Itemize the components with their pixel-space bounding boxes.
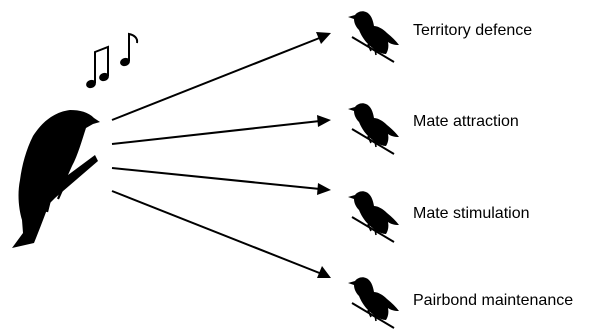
arrow-to-mate-stimulation [111,167,331,195]
label-mate-attraction: Mate attraction [413,113,519,130]
receiver-bird-icon-2 [347,102,400,155]
label-territory-defence: Territory defence [413,22,533,39]
arrow-to-mate-attraction [111,115,331,145]
arrow-to-territory-defence [111,32,331,121]
receiver-bird-icon-4 [347,276,400,329]
music-notes-icon [86,32,139,89]
singing-bird-icon [12,110,100,248]
label-pairbond-maintenance: Pairbond maintenance [413,292,574,309]
arrow-to-pairbond-maintenance [111,190,331,278]
receiver-bird-icon-3 [347,190,400,243]
label-mate-stimulation: Mate stimulation [413,205,530,222]
receiver-bird-icon-1 [347,10,400,63]
